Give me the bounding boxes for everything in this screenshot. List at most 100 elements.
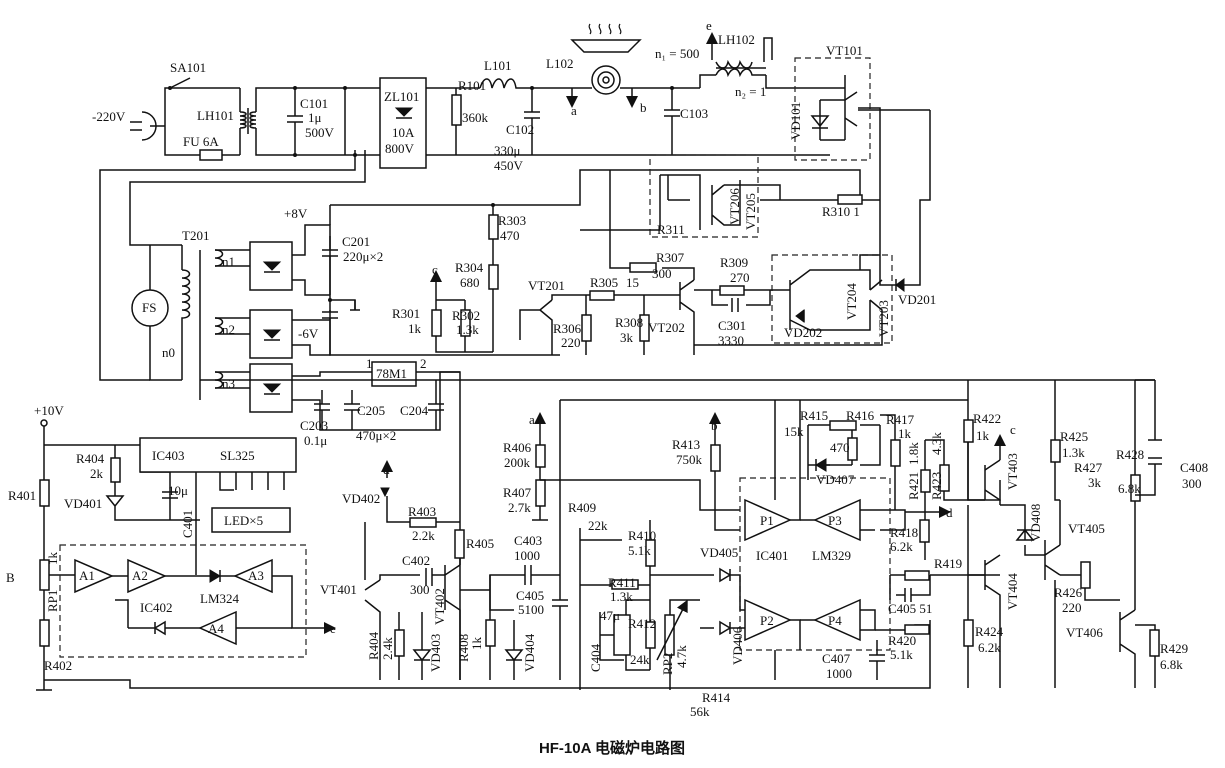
c204-value: 470μ×2: [356, 428, 396, 443]
c403-label: C403: [514, 533, 542, 548]
r411-label: R411: [608, 575, 636, 590]
node-d-label: d: [946, 505, 953, 520]
p1-label: P1: [760, 513, 774, 528]
r309-label: R309: [720, 255, 748, 270]
lm324-label: LM324: [200, 591, 240, 606]
c203-value: 0.1μ: [304, 433, 327, 448]
r406-value: 200k: [504, 455, 531, 470]
node-a2-label: a: [529, 412, 535, 427]
lh101-label: LH101: [197, 108, 234, 123]
r401-label: R401: [8, 488, 36, 503]
vd403-label: VD403: [428, 634, 443, 672]
r302-label: R302: [452, 308, 480, 323]
r311-label: R311: [657, 222, 685, 237]
r422-label: R422: [973, 411, 1001, 426]
r424-label: R424: [975, 624, 1004, 639]
l101-label: L101: [484, 58, 511, 73]
r425-value: 1.3k: [1062, 445, 1085, 460]
r404-label: R404: [76, 451, 105, 466]
node-e-label: e: [330, 621, 336, 636]
n3-label: n3: [222, 376, 235, 391]
vd401-label: VD401: [64, 496, 102, 511]
c408-value: 300: [1182, 476, 1202, 491]
rectifier-bridges: [249, 169, 861, 680]
p8v-label: +8V: [284, 206, 308, 221]
r429-value: 6.8k: [1160, 657, 1183, 672]
vd404-label: VD404: [522, 633, 537, 672]
vt406-label: VT406: [1066, 625, 1103, 640]
output-section: [200, 379, 1162, 688]
r423-label: R423: [929, 472, 944, 500]
n2-label: n2: [222, 322, 235, 337]
vt205-label: VT205: [743, 193, 758, 230]
a3-label: A3: [248, 568, 264, 583]
vt404-label: VT404: [1005, 573, 1020, 610]
c402-label: C402: [402, 553, 430, 568]
vt403-label: VT403: [1005, 453, 1020, 490]
a4-label: A4: [208, 621, 224, 636]
r415-label: R415: [800, 408, 828, 423]
n1-eq-label: n₁ = 500: [655, 46, 699, 61]
node-e-top-label: e: [706, 18, 712, 33]
a2-label: A2: [132, 568, 148, 583]
zl101-current: 10A: [392, 125, 415, 140]
r307-label: R307: [656, 250, 685, 265]
vd407-label: VD407: [816, 472, 855, 487]
c407-value: 1000: [826, 666, 852, 681]
r302-value: 1.3k: [456, 322, 479, 337]
vd405-label: VD405: [700, 545, 738, 560]
vd402-label: VD402: [342, 491, 380, 506]
c102-label: C102: [506, 122, 534, 137]
drive-circuit: [430, 109, 931, 355]
r426-value: 220: [1062, 600, 1082, 615]
mains-label: -220V: [92, 109, 126, 124]
r404b-label: R404: [366, 631, 381, 660]
r417-value: 1k: [898, 426, 912, 441]
transformer-t201: [99, 150, 366, 400]
p10v-label: +10V: [34, 403, 64, 418]
c204-label: C204: [400, 403, 429, 418]
r303-value: 470: [500, 228, 520, 243]
r101-label: R101: [458, 78, 486, 93]
c201-value: 220μ×2: [343, 249, 383, 264]
vt204-label: VT204: [844, 283, 859, 320]
r405-label: R405: [466, 536, 494, 551]
r421-value: 1.8k: [906, 442, 921, 465]
zl101-label: ZL101: [384, 89, 419, 104]
node-c2-label: c: [1010, 422, 1016, 437]
igbt-vt101: [794, 57, 881, 245]
c405a-value: 5100: [518, 602, 544, 617]
c301-value: 3330: [718, 333, 744, 348]
r429-label: R429: [1160, 641, 1188, 656]
r403-value: 2.2k: [412, 528, 435, 543]
r301-label: R301: [392, 306, 420, 321]
ic402-label: IC402: [140, 600, 173, 615]
r307-value: 300: [652, 266, 672, 281]
r304-label: R304: [455, 260, 484, 275]
r427-value: 3k: [1088, 475, 1102, 490]
vt203-label: VT203: [876, 300, 891, 337]
r408-label: R408: [456, 634, 471, 662]
c102-value: 330μ: [494, 143, 521, 158]
node-b2-label: B: [6, 570, 15, 585]
node-b-label: b: [640, 100, 647, 115]
r410-label: R410: [628, 528, 656, 543]
led-indicator-section: [36, 419, 931, 691]
r308-label: R308: [615, 315, 643, 330]
c201-label: C201: [342, 234, 370, 249]
r404-value: 2k: [90, 466, 104, 481]
p3-label: P3: [828, 513, 842, 528]
p2-label: P2: [760, 613, 774, 628]
bridge-rectifier-zl101: [379, 77, 427, 169]
r411-value: 1.3k: [610, 589, 633, 604]
r419-label: R419: [934, 556, 962, 571]
r301-value: 1k: [408, 321, 422, 336]
r404b-value: 2.4k: [380, 637, 395, 660]
node-c-label: c: [432, 262, 438, 277]
r407-value: 2.7k: [508, 500, 531, 515]
n1-label: n1: [222, 254, 235, 269]
r413-value: 750k: [676, 452, 703, 467]
c103-label: C103: [680, 106, 708, 121]
dc-bus: [426, 23, 830, 156]
